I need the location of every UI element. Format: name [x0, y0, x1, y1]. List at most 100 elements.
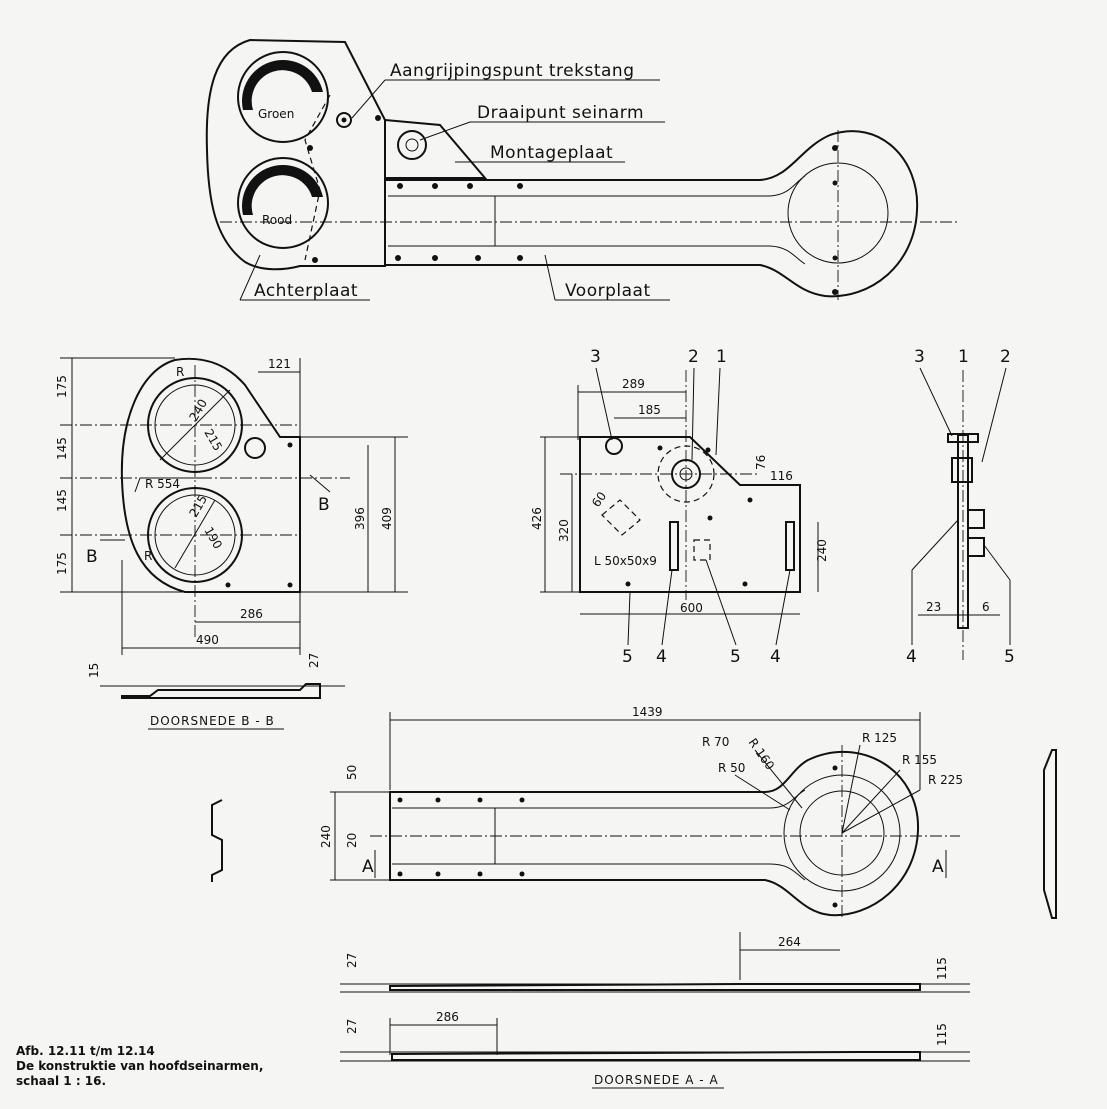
achterplaat-outline [205, 38, 386, 271]
leader-5a [627, 591, 631, 646]
side-leader-3 [919, 367, 953, 437]
side-dim-6: 6 [982, 600, 990, 614]
arm-rib-bottom [388, 245, 806, 265]
dim-600: 600 [680, 601, 703, 615]
trekstang-pin [341, 117, 347, 123]
dim-240: 240 [186, 397, 210, 424]
r554-leader [134, 477, 200, 493]
leader-2 [691, 367, 695, 461]
dim-50: 50 [345, 765, 359, 780]
section-marker-b-left: B [86, 547, 98, 567]
leader-4b [775, 569, 791, 646]
dim-r-top: R [176, 365, 184, 379]
side-part-label-3: 3 [914, 347, 925, 367]
dim-286: 286 [240, 607, 263, 621]
montageplaat-outline [384, 118, 488, 179]
dim-r160: R 160 [746, 736, 778, 773]
side-block-lower [967, 537, 985, 557]
rib-top [392, 789, 806, 809]
side-view: 3 1 2 4 5 23 6 [906, 347, 1015, 667]
part-5-dashed [693, 539, 711, 561]
side-leader-2 [981, 367, 1007, 463]
dim-115-b: 115 [935, 1023, 949, 1046]
pivot-ring [397, 130, 427, 160]
side-leader-4b [911, 519, 959, 571]
rivets-top [307, 115, 838, 295]
section-marker-a-left: A [362, 857, 374, 877]
leader-achterplaat [239, 254, 261, 301]
back-plate-outline [120, 357, 301, 593]
voorplaat-outline [385, 130, 919, 298]
rivet [657, 445, 663, 451]
dim-r50: R 50 [718, 761, 745, 775]
dim-20: 20 [345, 833, 359, 848]
label-aangrijpingspunt: Aangrijpingspunt trekstang [390, 61, 634, 81]
caption-line-3: schaal 1 : 16. [16, 1074, 107, 1088]
rood-lamp-ring [237, 157, 329, 249]
pivot-hub [405, 138, 419, 152]
dim-320: 320 [557, 519, 571, 542]
dim-240: 240 [815, 539, 829, 562]
dim-264: 264 [778, 935, 801, 949]
dim-27-b: 27 [345, 1019, 359, 1034]
part-label-1: 1 [716, 347, 727, 367]
dim-145-a: 145 [55, 437, 69, 460]
section-bb-profile [121, 683, 321, 699]
label-voorplaat: Voorplaat [565, 281, 651, 301]
section-aa-profile-2 [391, 1051, 921, 1061]
dim-175-bottom: 175 [55, 552, 69, 575]
dim-angle-profile: L 50x50x9 [594, 554, 657, 568]
dim-426: 426 [530, 507, 544, 530]
side-part-label-1: 1 [958, 347, 969, 367]
dim-396: 396 [353, 507, 367, 530]
back-plate-view: 175 145 145 175 240 215 215 190 R R R 55… [55, 357, 408, 730]
leader-1 [715, 367, 721, 456]
leader-voorplaat [544, 254, 556, 301]
part-label-2: 2 [688, 347, 699, 367]
section-aa-profile-1 [389, 983, 921, 991]
pull-rod-hole [244, 437, 266, 459]
dim-145-b: 145 [55, 489, 69, 512]
side-bearing-top [951, 457, 973, 483]
dim-r155: R 155 [902, 753, 937, 767]
leader-r50 [734, 774, 791, 811]
leader-r160 [754, 749, 803, 809]
rivet [705, 447, 711, 453]
part-label-4a: 4 [656, 647, 667, 667]
leader-r225 [841, 789, 921, 834]
dim-r225: R 225 [928, 773, 963, 787]
dim-286-aa: 286 [436, 1010, 459, 1024]
side-leader-5b [983, 544, 1011, 581]
caption-line-1: Afb. 12.11 t/m 12.14 [16, 1044, 155, 1058]
dim-r70: R 70 [702, 735, 729, 749]
arm-eye-inner [787, 162, 889, 264]
dim-116: 116 [770, 469, 793, 483]
label-achterplaat: Achterplaat [254, 281, 358, 301]
part-label-3: 3 [590, 347, 601, 367]
dim-27-bb: 27 [307, 653, 321, 668]
rood-lamp-shade [242, 164, 323, 215]
section-marker-a-right: A [932, 857, 944, 877]
dim-27-a: 27 [345, 953, 359, 968]
side-pin [947, 433, 979, 443]
side-block-upper [967, 509, 985, 529]
dim-490: 490 [196, 633, 219, 647]
dim-1439: 1439 [632, 705, 663, 719]
front-plate-view: 1439 R 70 R 160 R 50 R 125 R 155 R 225 2… [211, 705, 1057, 1089]
dim-190: 190 [201, 525, 225, 552]
caption-line-2: De konstruktie van hoofdseinarmen, [16, 1059, 264, 1073]
side-part-label-5: 5 [1004, 647, 1015, 667]
b-arrow-right [309, 474, 331, 493]
groen-lamp-shade [242, 59, 323, 110]
dim-185: 185 [638, 403, 661, 417]
dim-215-a: 215 [201, 427, 225, 454]
leader-5b [705, 559, 737, 646]
leader-aangrijpingspunt [351, 79, 386, 119]
section-aa-title: DOORSNEDE A - A [594, 1073, 719, 1087]
dim-76: 76 [754, 455, 768, 470]
trekstang-point [336, 112, 352, 128]
front-rivets [397, 765, 838, 908]
dim-175-top: 175 [55, 375, 69, 398]
rivet [747, 497, 753, 503]
groen-lamp-ring [237, 51, 329, 143]
